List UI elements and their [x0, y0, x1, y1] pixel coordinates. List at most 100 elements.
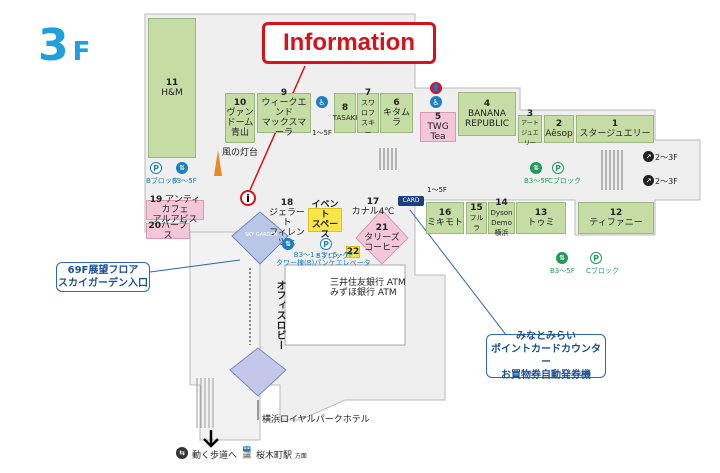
- store-number: 7: [364, 88, 372, 98]
- atm-label: 三井住友銀行 ATM みずほ銀行 ATM: [330, 278, 406, 298]
- store-name: ミキモト: [427, 218, 464, 228]
- store-antica-caffe[interactable]: 19 アンティカフェ アルアビス: [146, 195, 204, 225]
- store-name: TWG Tea: [427, 122, 449, 142]
- store-number: 15: [470, 203, 483, 213]
- store-name: ティファニー: [589, 218, 643, 228]
- store-name: TASAKI: [332, 114, 358, 122]
- sky-garden-line-2: スカイガーデン入口: [58, 278, 148, 289]
- store-name: BANANA REPUBLIC: [464, 109, 510, 129]
- lighthouse-icon: [214, 150, 222, 176]
- store-aesop[interactable]: 2 Aēsop: [544, 115, 574, 143]
- store-kitamura[interactable]: 6 キタムラ: [380, 93, 413, 133]
- elevator-icon-c2: ⇅: [556, 252, 568, 264]
- store-harbs[interactable]: 20ハーブス: [146, 221, 190, 241]
- moving-walkway-label: 動く歩道へ: [192, 451, 238, 461]
- hotel-label: 横浜ロイヤルパークホテル: [262, 415, 370, 425]
- store-name: H&M: [161, 88, 183, 98]
- store-name: フルラ: [469, 214, 484, 232]
- train-icon: 🚆: [240, 446, 254, 459]
- stairs-2-3f-label-a: 2〜3F: [655, 153, 678, 162]
- b3-5f-label-b: B3〜5F: [524, 177, 549, 185]
- store-number: 16: [438, 208, 452, 218]
- parking-icon: P: [320, 238, 332, 250]
- store-canal-4c[interactable]: 17 カナル4℃: [350, 196, 396, 218]
- store-number: 10: [233, 98, 247, 108]
- store-tullys[interactable]: 21 タリーズ コーヒー: [360, 223, 404, 253]
- elevator-1-5f-label: 1〜5F: [312, 129, 332, 137]
- store-name: タリーズ コーヒー: [363, 233, 400, 253]
- store-number: 3: [526, 109, 534, 119]
- point-card-callout[interactable]: みなとみらい ポイントカードカウンター お買物券自動発券機: [486, 331, 606, 381]
- store-number: 2: [555, 119, 563, 129]
- elevator-1-5f-label-b: 1〜5F: [427, 186, 447, 194]
- store-number: 11: [165, 78, 179, 88]
- store-name: スタージュエリー: [579, 129, 651, 139]
- store-number: 8: [341, 103, 349, 113]
- station-name: 桜木町駅: [256, 451, 293, 461]
- store-tiffany[interactable]: 12 ティファニー: [578, 202, 654, 234]
- store-star-jewelry[interactable]: 1 スタージュエリー: [576, 115, 654, 143]
- store-name: カナル4℃: [351, 207, 395, 217]
- store-number: 22: [346, 247, 360, 257]
- event-space[interactable]: イベント スペース: [308, 200, 342, 240]
- parking-icon-c: P: [552, 162, 564, 174]
- store-number-name: 19 アンティカフェ アルアビス: [147, 195, 203, 225]
- sky-garden-callout[interactable]: 69F展望フロア スカイガーデン入口: [56, 262, 150, 292]
- information-callout[interactable]: Information: [262, 22, 436, 64]
- store-tasaki[interactable]: 8 TASAKI: [332, 93, 358, 133]
- elevator-icon-c: ⇅: [530, 162, 542, 174]
- store-number: 14: [495, 198, 508, 208]
- store-hm[interactable]: 11 H&M: [148, 18, 196, 158]
- store-name: スワロフ スキー: [361, 99, 375, 137]
- office-lobby-label: オフィスロビー: [274, 280, 285, 350]
- store-swarovski[interactable]: 7 スワロフ スキー: [357, 88, 379, 137]
- store-number: 18: [280, 198, 294, 208]
- b-block-label-2: Bブロック: [316, 252, 349, 260]
- store-mikimoto[interactable]: 16 ミキモト: [426, 202, 464, 234]
- store-art-jewelry[interactable]: 3 アートジュエリー: [518, 109, 542, 147]
- store-twg-tea[interactable]: 5 TWG Tea: [420, 112, 456, 142]
- store-weekend-maxmara[interactable]: 9 ウィークエンド マックスマーラ: [257, 88, 311, 138]
- store-dyson[interactable]: 14 Dyson Demo 横浜: [488, 198, 515, 237]
- store-number: 5: [434, 112, 442, 122]
- store-name: ウィークエンド マックスマーラ: [261, 98, 307, 138]
- escalator-icon: ↗: [643, 151, 654, 162]
- store-name: Aēsop: [545, 129, 573, 139]
- walkway-icon: ⇆: [176, 447, 188, 459]
- store-name: ヴァン ドーム 青山: [226, 108, 254, 138]
- c-block-label-a: Cブロック: [548, 177, 581, 185]
- floor-unit: F: [72, 37, 91, 67]
- store-number: 17: [366, 197, 380, 207]
- b3-5f-label-c: B3〜5F: [550, 267, 575, 275]
- c-block-label-b: Cブロック: [586, 267, 619, 275]
- point-card-line-1: みなとみらい: [516, 331, 576, 342]
- store-number: 21: [375, 223, 389, 233]
- elevator-icon-b: ⇅: [176, 162, 188, 174]
- parking-icon-c2: P: [590, 252, 602, 264]
- store-number: 9: [280, 88, 288, 98]
- wheelchair-icon: ♿: [316, 96, 328, 108]
- stairs-2-3f-label-b: 2〜3F: [655, 177, 678, 186]
- point-card-line-2: ポイントカードカウンター: [491, 344, 601, 368]
- store-number: 12: [609, 208, 623, 218]
- store-tumi[interactable]: 13 トゥミ: [516, 202, 566, 234]
- store-number-name: 20ハーブス: [147, 221, 189, 241]
- station-label: 桜木町駅 方面: [256, 448, 307, 461]
- point-card-line-3: お買物券自動発券機: [501, 370, 591, 381]
- card-icon: CARD: [398, 196, 424, 206]
- wheelchair-icon-2: ♿: [430, 96, 442, 108]
- store-number: 19: [149, 195, 163, 205]
- sky-garden-sign: SKY GARDEN: [245, 232, 278, 238]
- store-vendome[interactable]: 10 ヴァン ドーム 青山: [225, 93, 255, 143]
- information-icon[interactable]: i: [240, 190, 256, 206]
- elevator-icon: ⇅: [282, 238, 294, 250]
- store-name: キタムラ: [382, 108, 410, 128]
- store-name: トゥミ: [527, 218, 555, 228]
- store-banana-republic[interactable]: 4 BANANA REPUBLIC: [458, 92, 516, 136]
- landmark-label: 風の灯台: [222, 148, 259, 158]
- b3-5f-label-a: B3〜5F: [172, 177, 197, 185]
- store-22[interactable]: 22: [346, 246, 360, 258]
- store-number: 13: [534, 208, 548, 218]
- store-furla[interactable]: 15 フルラ: [466, 202, 487, 234]
